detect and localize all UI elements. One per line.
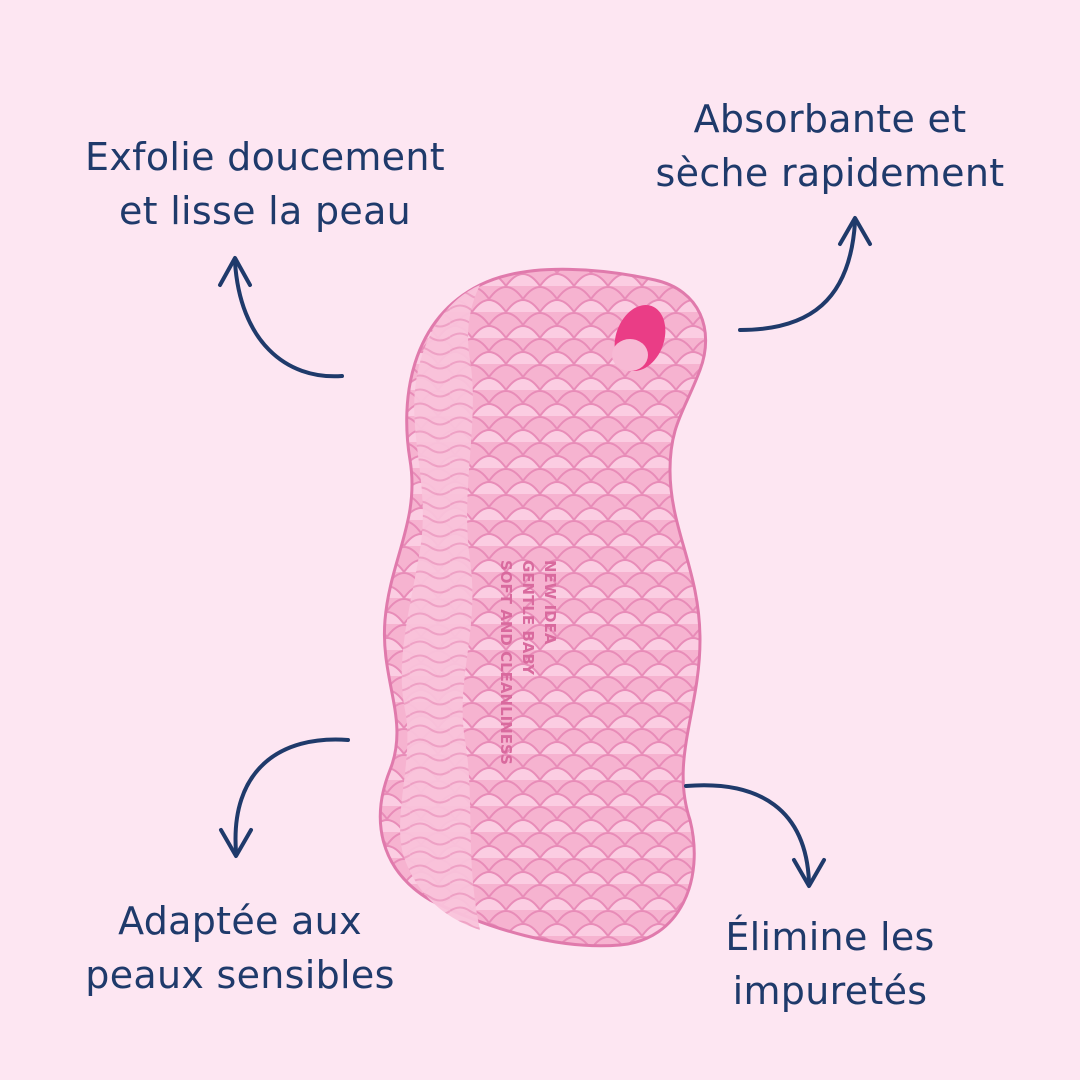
feature-impurities: Élimine les impuretés xyxy=(660,910,1000,1018)
feature-absorbent-line1: Absorbante et xyxy=(693,97,967,141)
feature-impurities-line1: Élimine les xyxy=(725,915,935,959)
sponge-text-1: NEW IDEA xyxy=(541,560,559,645)
feature-sensitive-skin-line2: peaux sensibles xyxy=(85,953,395,997)
feature-exfoliate-line2: et lisse la peau xyxy=(118,189,412,233)
sponge-text-3: SOFT AND CLEANLINESS xyxy=(497,560,515,765)
feature-absorbent: Absorbante et sèche rapidement xyxy=(600,92,1060,200)
feature-impurities-line2: impuretés xyxy=(732,969,928,1013)
feature-exfoliate: Exfolie doucement et lisse la peau xyxy=(40,130,490,238)
feature-exfoliate-line1: Exfolie doucement xyxy=(85,135,445,179)
bath-sponge-image: NEW IDEA GENTLE BABY SOFT AND CLEANLINES… xyxy=(378,267,708,948)
feature-sensitive-skin: Adaptée aux peaux sensibles xyxy=(40,894,440,1002)
feature-absorbent-line2: sèche rapidement xyxy=(655,151,1005,195)
feature-sensitive-skin-line1: Adaptée aux xyxy=(118,899,362,943)
sponge-text-2: GENTLE BABY xyxy=(519,560,537,676)
